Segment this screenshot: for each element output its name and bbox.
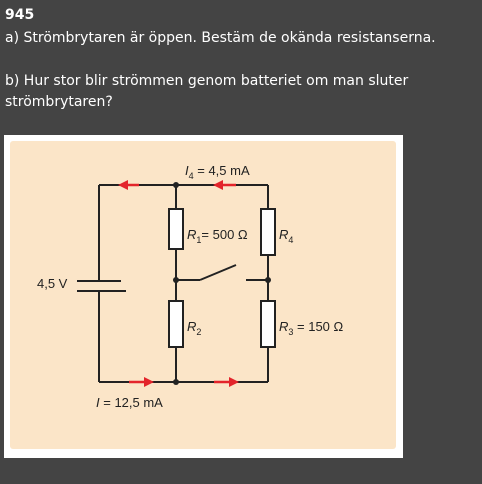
question-part-b: b) Hur stor blir strömmen genom batterie…	[5, 73, 409, 110]
junction-mid-left	[173, 277, 179, 283]
resistor-r1	[168, 208, 184, 250]
label-r3: R3 = 150 Ω	[279, 319, 344, 337]
circuit-figure: I4 = 4,5 mA R1= 500 Ω R4 R2 R3 = 150 Ω 4…	[4, 135, 403, 458]
resistor-r2	[168, 300, 184, 348]
label-r4: R4	[279, 227, 293, 245]
resistor-r4	[260, 208, 276, 256]
junction-mid-right	[265, 277, 271, 283]
label-i-total: I = 12,5 mA	[96, 395, 163, 410]
resistor-r3	[260, 300, 276, 348]
arrow-top-right	[213, 180, 236, 190]
circuit-diagram: I4 = 4,5 mA R1= 500 Ω R4 R2 R3 = 150 Ω 4…	[37, 163, 344, 410]
label-i4: I4 = 4,5 mA	[185, 163, 250, 181]
arrow-top-left	[118, 180, 139, 190]
arrow-bottom-left	[129, 377, 154, 387]
junction-bottom	[173, 379, 179, 385]
circuit-panel	[10, 141, 396, 449]
arrow-bottom-right	[214, 377, 239, 387]
label-battery-voltage: 4,5 V	[37, 276, 68, 291]
junction-top	[173, 182, 179, 188]
label-r1: R1= 500 Ω	[187, 227, 248, 245]
switch-blade	[199, 264, 237, 281]
question-part-a: a) Strömbrytaren är öppen. Bestäm de okä…	[5, 30, 436, 46]
problem-number: 945	[5, 7, 35, 23]
current-arrows	[118, 180, 239, 387]
label-r2: R2	[187, 319, 201, 337]
